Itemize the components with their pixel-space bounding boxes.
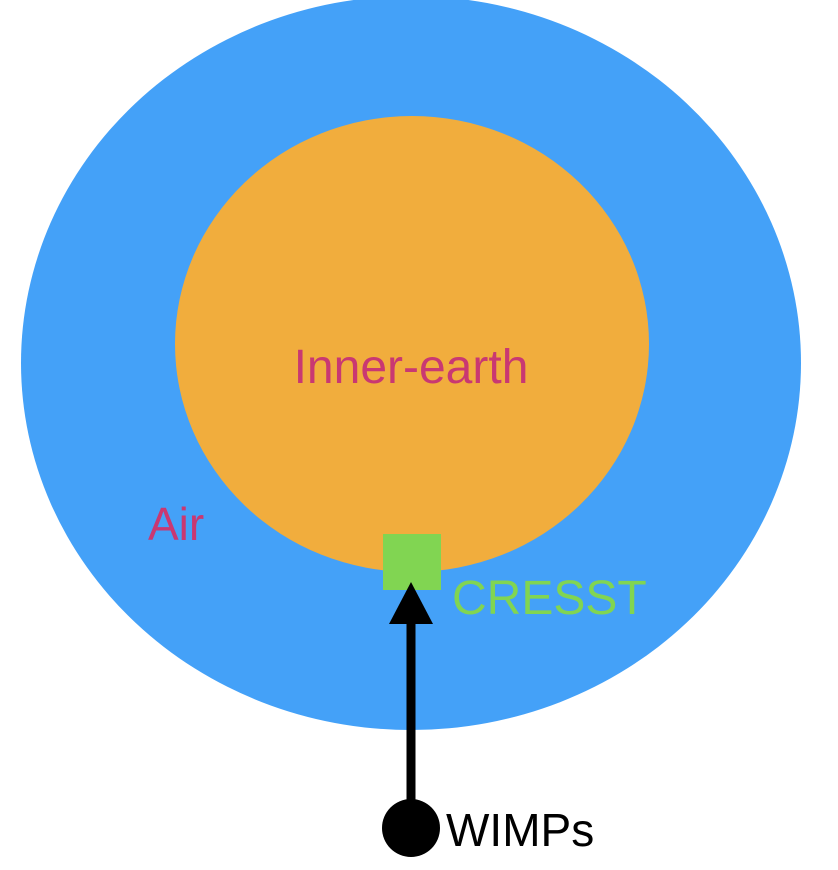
cresst-detector (383, 534, 441, 590)
inner-earth-region (175, 116, 649, 572)
wimp-source-dot (382, 799, 440, 857)
wimps-label: WIMPs (446, 804, 594, 856)
air-label: Air (148, 498, 204, 550)
wimp-arrowhead-icon (389, 582, 433, 624)
inner-earth-label: Inner-earth (294, 341, 529, 394)
cresst-label: CRESST (452, 572, 647, 625)
